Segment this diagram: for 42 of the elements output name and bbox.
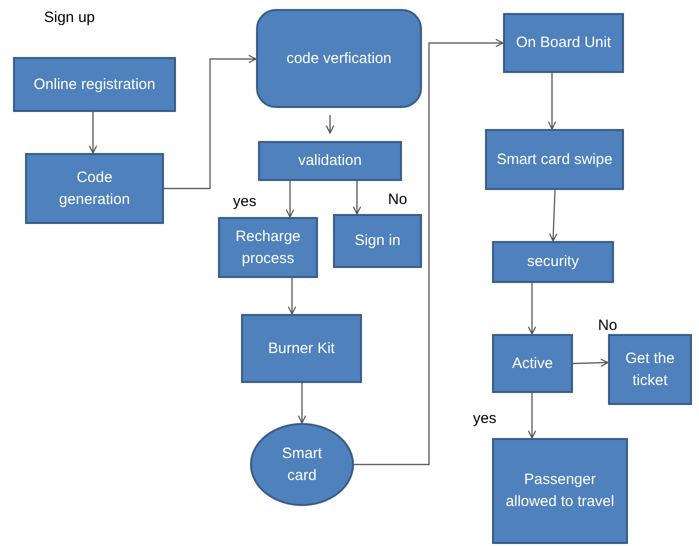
node-label: Active <box>512 354 553 374</box>
process-box <box>241 314 362 383</box>
node-label: Online registration <box>34 74 156 95</box>
arrow <box>326 115 334 134</box>
process-ellipse <box>250 423 354 506</box>
node-label: security <box>527 252 579 272</box>
arrow <box>528 393 536 439</box>
arrow <box>354 38 504 466</box>
process-box <box>608 334 692 405</box>
process-box <box>218 217 318 278</box>
node-label: code verfication <box>286 48 392 69</box>
arrow <box>548 73 556 130</box>
node-label: On Board Unit <box>516 33 612 54</box>
node-label: Get the ticket <box>624 348 676 390</box>
process-box <box>492 438 628 544</box>
heading-label: Sign up <box>44 9 95 27</box>
arrow <box>528 283 536 335</box>
process-box <box>25 153 164 224</box>
process-box <box>333 214 422 268</box>
arrow <box>352 181 362 215</box>
process-box <box>13 57 176 112</box>
node-label: validation <box>298 151 362 172</box>
process-box <box>492 334 573 393</box>
node-label: Passenger allowed to travel <box>505 470 615 512</box>
arrow <box>288 278 296 315</box>
node-label: Smart card swipe <box>496 150 612 170</box>
arrow <box>164 54 257 190</box>
arrow <box>286 181 294 218</box>
arrow <box>298 383 306 424</box>
node-label: Smart card <box>280 444 323 486</box>
process-box <box>485 129 624 190</box>
rounded-process-box <box>256 9 422 108</box>
arrow <box>572 358 609 367</box>
arrow <box>88 112 98 154</box>
node-label: Sign in <box>354 231 400 252</box>
node-label: Code generation <box>58 168 131 210</box>
process-box <box>503 13 624 73</box>
node-label: Recharge process <box>234 226 302 268</box>
process-box <box>492 241 614 283</box>
node-label: Burner Kit <box>268 338 335 359</box>
process-box <box>258 141 402 181</box>
arrow <box>549 190 558 242</box>
